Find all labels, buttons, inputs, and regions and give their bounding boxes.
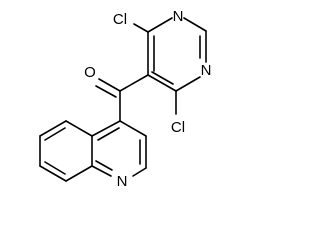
bond-c4-n3 <box>147 17 173 33</box>
bond-q4a-q4 <box>91 120 121 137</box>
bond-q4a-q4-double <box>97 127 120 141</box>
pyrimidine-ring <box>147 17 207 92</box>
bond-n1-c6 <box>175 76 201 92</box>
molecule-structure: Cl N N O Cl N <box>39 8 212 190</box>
atom-label-quinoline-n: N <box>117 173 128 190</box>
quinoline-pyridine-ring <box>91 120 147 177</box>
bond-q2-n1 <box>132 167 147 177</box>
bond-q8-q8a <box>65 165 93 182</box>
bond-carbonyl-o-double <box>95 85 117 98</box>
bond-c6-c5-double <box>151 71 174 85</box>
bond-q4-q3 <box>119 120 147 137</box>
bond-n1-q8a-double <box>95 160 113 171</box>
atom-label-oxygen: O <box>84 64 96 81</box>
structure-drawing: Cl N N O Cl N <box>39 8 212 190</box>
bond-c5-carbonyl <box>119 74 149 92</box>
atom-label-cl-bottom: Cl <box>171 119 185 136</box>
bond-c6-c5 <box>147 74 177 92</box>
atom-label-n3: N <box>173 8 184 25</box>
bond-q7-q8-double <box>44 161 66 175</box>
bond-q5-q6-double <box>44 127 66 141</box>
bond-q5-q6 <box>39 120 67 137</box>
quinoline-benzo-ring <box>39 120 93 182</box>
bond-carbonyl-o <box>98 78 121 92</box>
atom-label-cl-top: Cl <box>113 11 127 28</box>
carbonyl-group <box>95 74 149 122</box>
bond-n1-q8a <box>91 165 112 177</box>
bond-q4a-q5 <box>65 120 93 137</box>
bond-c4-cl <box>133 23 149 33</box>
bond-q7-q8 <box>39 165 67 182</box>
atom-label-n1: N <box>201 62 212 79</box>
bond-n3-c2 <box>183 17 207 32</box>
